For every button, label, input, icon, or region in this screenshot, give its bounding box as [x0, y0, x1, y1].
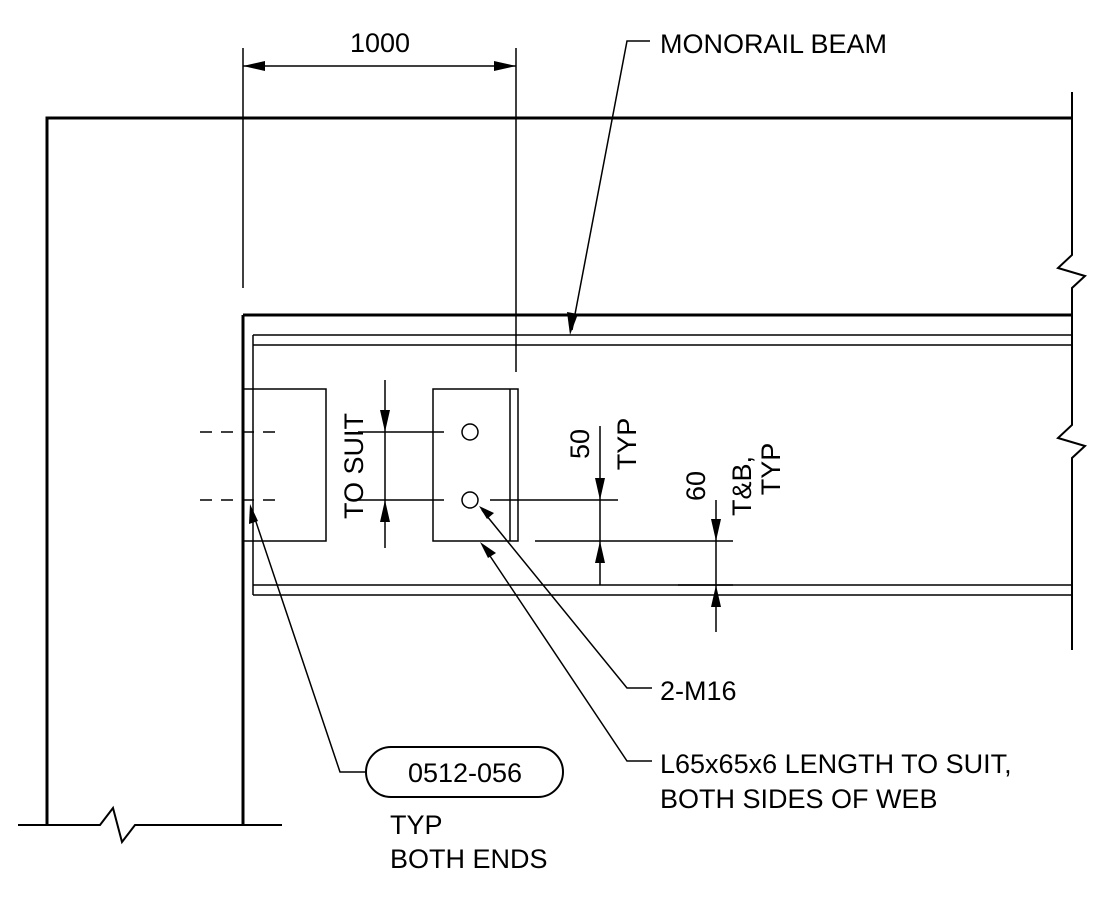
reference-leader	[249, 504, 366, 773]
bolt-leader: 2-M16	[479, 506, 737, 706]
reference-tag: 0512-056	[365, 746, 564, 798]
dimension-1000: 1000	[242, 28, 517, 372]
left-plate	[242, 388, 327, 542]
monorail-label: MONORAIL BEAM	[660, 29, 887, 59]
dimension-50: 50 TYP	[490, 418, 642, 585]
angle-label-line1: L65x65x6 LENGTH TO SUIT,	[660, 749, 1012, 779]
dimension-1000-text: 1000	[350, 28, 410, 58]
dimension-60: 60 T&B, TYP	[618, 443, 786, 632]
dimension-50-text: 50	[565, 429, 595, 459]
dimension-to-suit-text: TO SUIT	[339, 413, 369, 519]
dimension-60-note-2: TYP	[756, 443, 786, 496]
dimension-50-note: TYP	[612, 418, 642, 471]
angle-label-line2: BOTH SIDES OF WEB	[660, 784, 938, 814]
monorail-beam	[243, 313, 1072, 596]
angle-leader: L65x65x6 LENGTH TO SUIT, BOTH SIDES OF W…	[480, 542, 1012, 814]
bolt-label: 2-M16	[660, 676, 737, 706]
monorail-leader: MONORAIL BEAM	[567, 29, 887, 335]
right-break-line	[1056, 92, 1087, 650]
dimension-to-suit: TO SUIT	[339, 380, 444, 548]
dimension-60-note-1: T&B,	[727, 456, 757, 516]
bolt-hole-top	[461, 423, 479, 441]
clip-angle	[432, 388, 519, 542]
reference-tag-text: 0512-056	[408, 758, 522, 788]
bolt-hole-bottom	[461, 491, 479, 509]
supporting-beam	[18, 116, 1072, 845]
both-ends-label: BOTH ENDS	[390, 844, 548, 874]
typ-label: TYP	[390, 810, 443, 840]
dimension-60-text: 60	[681, 471, 711, 501]
